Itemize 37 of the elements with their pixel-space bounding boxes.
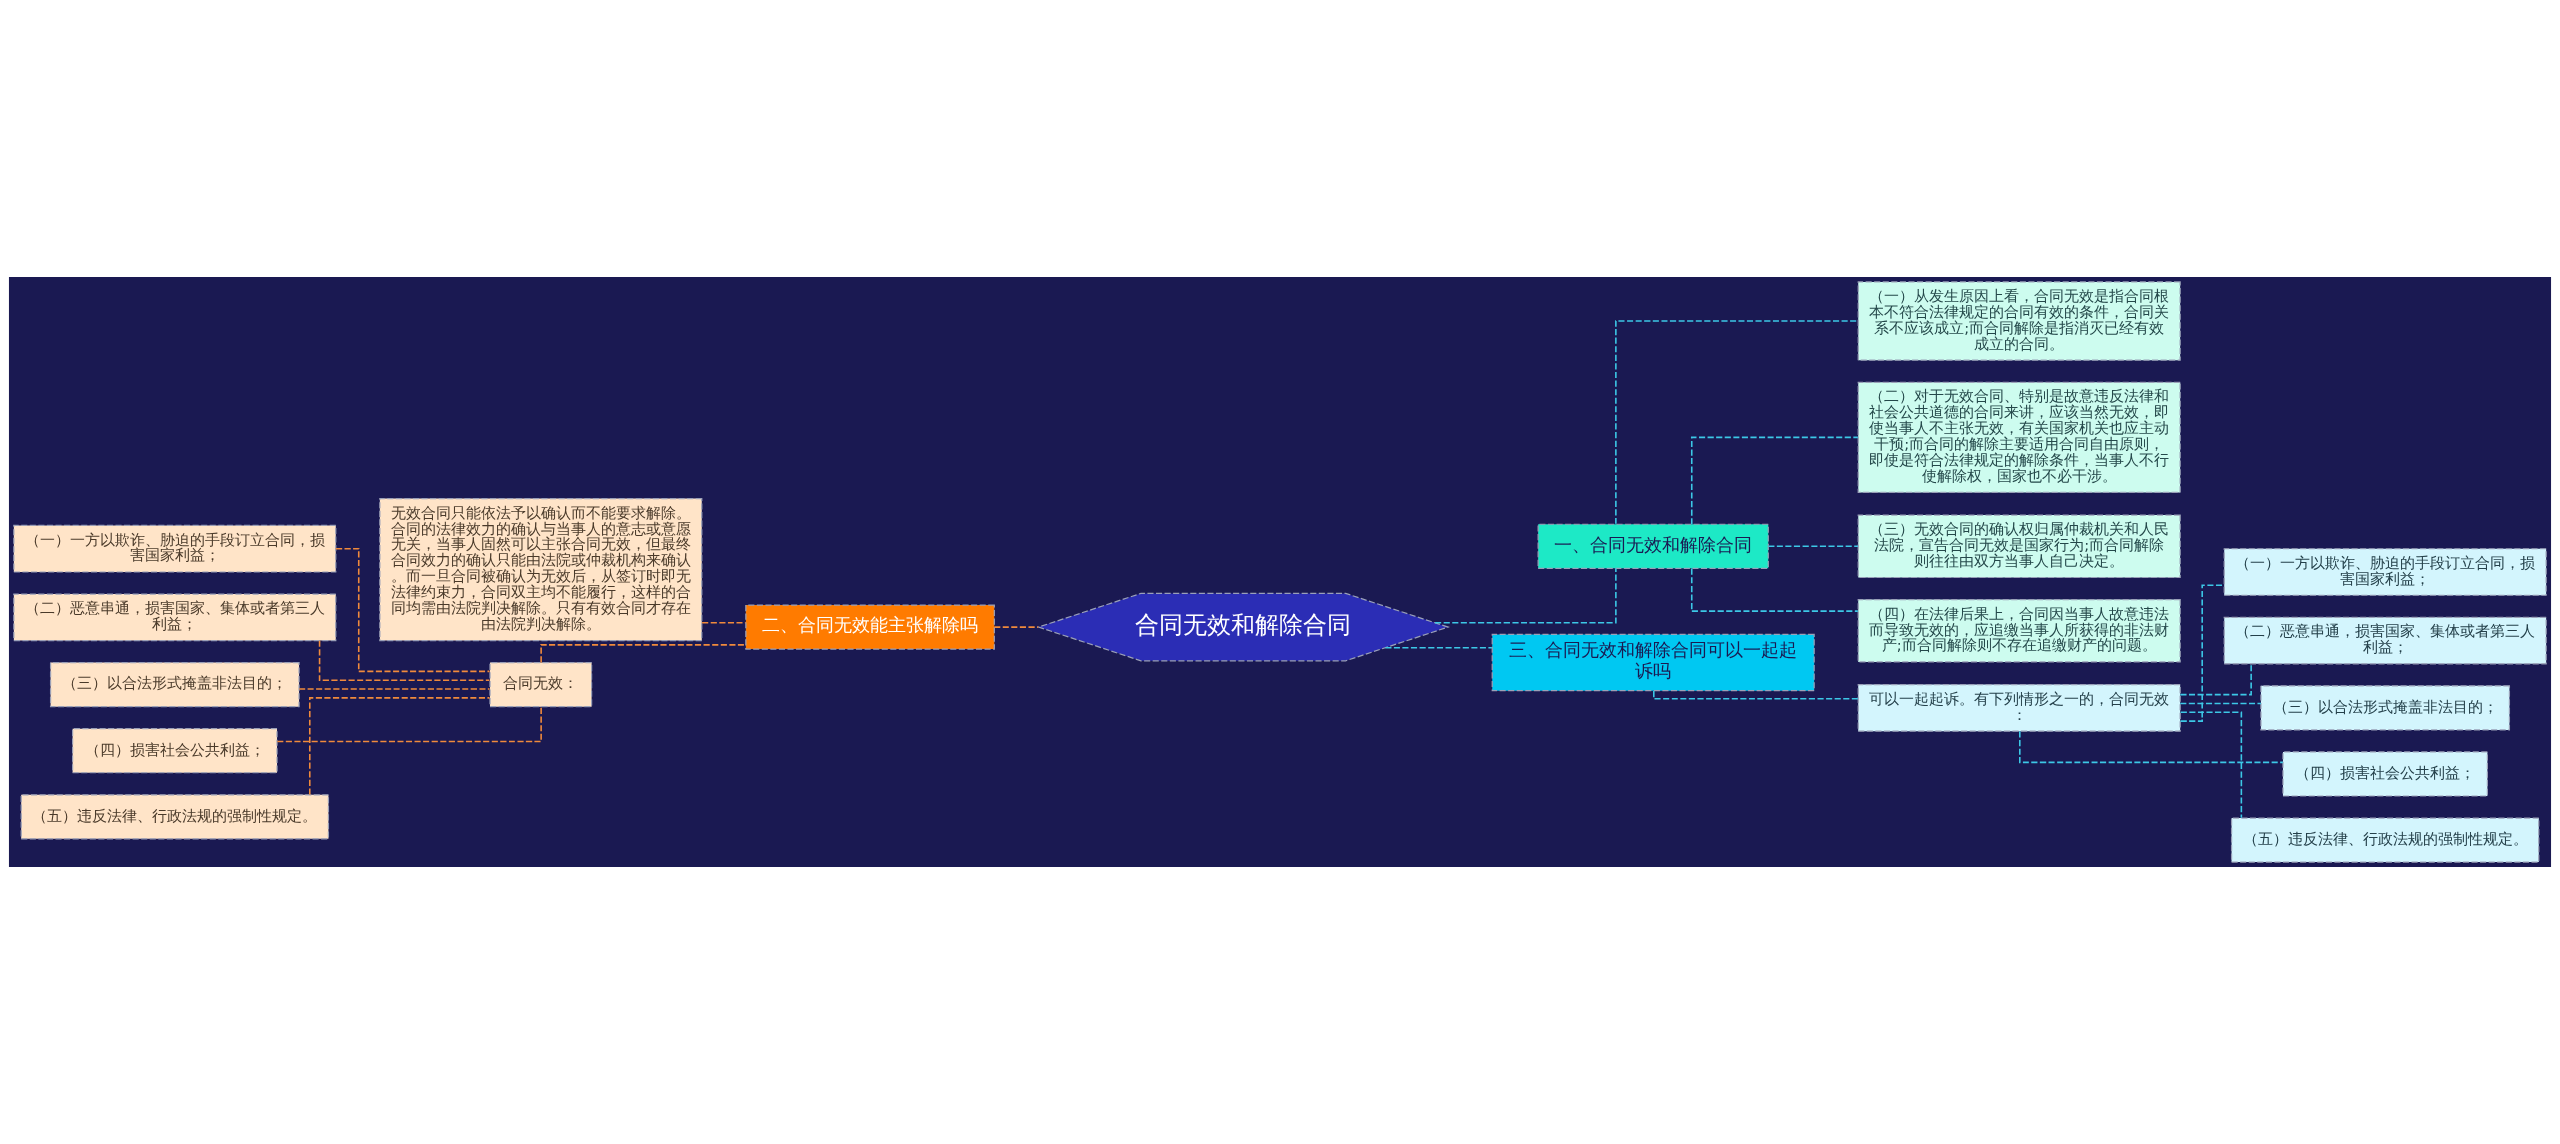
connector (1384, 646, 1493, 649)
node-box: （二）恶意串通，损害国家、集体或者第三人利益； (13, 593, 337, 642)
node-box: （一）从发生原因上看，合同无效是指合同根本不符合法律规定的合同有效的条件，合同关系不应该成立;而合同解除是指消灭已经有效成立的合同。 (1857, 281, 2181, 361)
node-box: （二）对于无效合同、特别是故意违反法律和社会公共道德的合同来讲，应该当然无效，即使当事人不主张无效，有关国家机关也应主动干预;而合同的解除主要适用合同自由原则，即使是符合法律规定的解除条件，当事人不行使解除权，国家也不必干涉。 (1857, 381, 2181, 494)
node-box: （五）违反法律、行政法规的强制性规定。 (2230, 817, 2540, 863)
node-box: （三）无效合同的确认权归属仲裁机关和人民法院，宣告合同无效是国家行为;而合同解除则往往由双方当事人自己决定。 (1857, 514, 2181, 579)
connector (276, 706, 542, 743)
connector (1690, 567, 1859, 612)
connector (318, 639, 491, 681)
node-box: 一、合同无效和解除合同 (1537, 523, 1769, 569)
node-box: （一）一方以欺诈、胁迫的手段订立合同，损害国家利益； (2223, 548, 2547, 596)
node-box: 无效合同只能依法予以确认而不能要求解除。合同的法律效力的确认与当事人的意志或意愿无关，当事人固然可以主张合同无效，但最终合同效力的确认只能由法院或仲裁机构来确认。而一旦合同被确认为无效后，从签订时即无法律约束力，合同双主均不能履行，这样的合同均需由法院判决解除。只有有效合同才存在由法院判决解除。 (379, 497, 703, 642)
node-box: （二）恶意串通，损害国家、集体或者第三人利益； (2223, 616, 2547, 665)
connector (298, 688, 491, 690)
node-box: （四）损害社会公共利益； (72, 728, 278, 774)
node-box: 合同无效： (489, 661, 593, 708)
connector (701, 622, 747, 624)
connector (1767, 545, 1859, 548)
node-box: 可以一起起诉。有下列情形之一的，合同无效： (1857, 684, 2181, 732)
node-box: 三、合同无效和解除合同可以一起起诉吗 (1491, 633, 1815, 692)
connector (1434, 567, 1617, 624)
node-box: （五）违反法律、行政法规的强制性规定。 (20, 794, 330, 840)
connector (1690, 436, 1859, 526)
node-box: 二、合同无效能主张解除吗 (745, 604, 995, 650)
node-box: （四）损害社会公共利益； (2282, 751, 2488, 797)
connector (1615, 320, 1859, 525)
connector (1653, 690, 1859, 700)
node-box: （三）以合法形式掩盖非法目的； (49, 661, 300, 708)
node-box: （三）以合法形式掩盖非法目的； (2260, 685, 2511, 731)
node-box: （一）一方以欺诈、胁迫的手段订立合同，损害国家利益； (13, 524, 337, 573)
connector (993, 626, 1039, 628)
connector (309, 697, 491, 796)
connector (2179, 702, 2262, 705)
connector (2179, 711, 2243, 819)
connector (540, 644, 747, 664)
node-box: （四）在法律后果上，合同因当事人故意违法而导致无效的，应追缴当事人所获得的非法财产;而合同解除则不存在追缴财产的问题。 (1857, 598, 2181, 663)
connector (2179, 663, 2252, 696)
